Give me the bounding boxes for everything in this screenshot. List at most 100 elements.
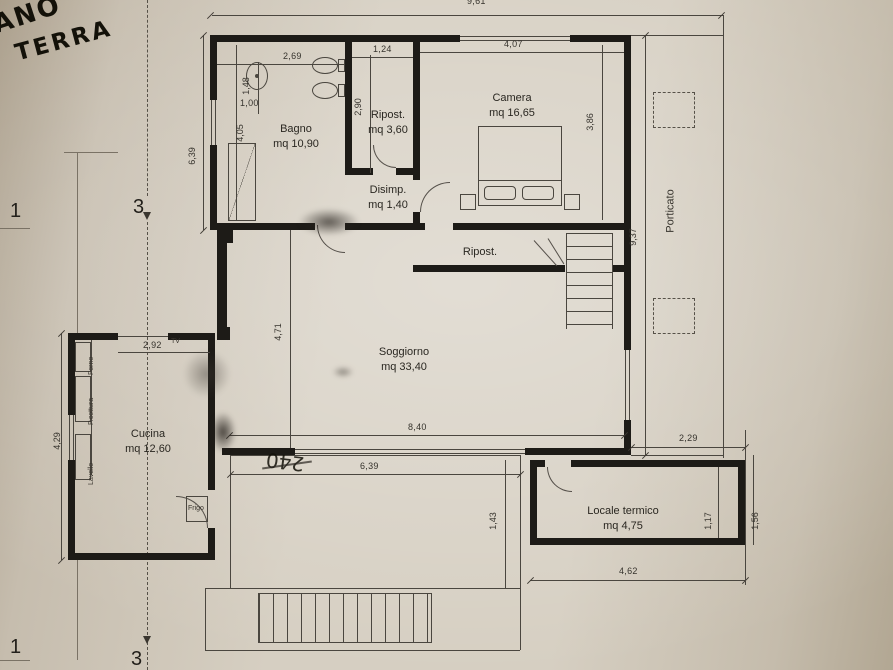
dim-line-ripost-depth — [370, 55, 371, 173]
porticato-bottom-edge — [631, 455, 723, 456]
door-arc-camera — [420, 182, 450, 212]
boundary-tick-left-top — [0, 228, 30, 229]
dim-line-bagno-width — [217, 64, 345, 65]
room-area: mq 33,40 — [381, 360, 427, 373]
room-area: mq 16,65 — [489, 106, 535, 119]
kitchen-counter-line — [91, 340, 92, 475]
room-label-bagno: Bagno mq 10,90 — [260, 122, 332, 152]
dim-plan-top-width: 9,61 — [467, 0, 486, 6]
label-lavello: Lavello — [88, 462, 95, 485]
porticato-pillar-2 — [653, 298, 695, 334]
room-name: Locale termico — [587, 505, 659, 517]
stair-landing-left — [205, 588, 206, 650]
wall-ripost-camera-a — [413, 42, 420, 180]
dim-bagno-depth: 4,05 — [234, 124, 245, 142]
boundary-line-horizontal — [64, 152, 118, 153]
porticato-top-edge — [631, 35, 723, 36]
door-arc-disimpegno — [373, 145, 396, 168]
wall-termico-right — [738, 460, 745, 545]
porticato-pillar-1 — [653, 92, 695, 128]
dim-line-cucina-side — [61, 333, 62, 560]
nightstand-1 — [460, 194, 476, 210]
dim-line-soggiorno-width — [229, 435, 624, 436]
wall-soggiorno-left — [217, 230, 227, 333]
boundary-line-left-upper — [77, 152, 78, 333]
dim-bagno-sink-2: 1,00 — [240, 98, 259, 108]
room-label-cucina: Cucina mq 12,60 — [110, 427, 186, 457]
room-name: Ripost. — [370, 109, 406, 121]
section-marker-3-top: 3 — [133, 196, 145, 218]
wall-cucina-top-a — [68, 333, 118, 340]
wall-camera-right — [624, 35, 631, 230]
bidet-tank — [338, 84, 345, 97]
room-name: Bagno — [280, 123, 312, 135]
window-soggiorno-bottom-1 — [295, 449, 525, 450]
dim-soggiorno-depth: 4,71 — [272, 323, 283, 341]
room-label-soggiorno: Soggiorno mq 33,40 — [360, 345, 448, 375]
terrace-outline-right — [520, 455, 521, 588]
pencil-smudge-3 — [210, 412, 236, 452]
dim-termico-width: 4,62 — [619, 566, 638, 576]
pillar-blob-2 — [217, 327, 230, 340]
dim-cucina-opening: 2,92 — [143, 340, 162, 350]
terrace-outline-bottom — [205, 588, 520, 589]
kitchen-sink-fixture — [75, 434, 91, 480]
window-cucina-top — [118, 336, 168, 337]
wall-ripost-bottom-a — [345, 168, 373, 175]
terrace-outline-left — [230, 455, 231, 588]
dim-line-bagno-depth — [236, 45, 237, 220]
tick-mark — [57, 556, 66, 565]
dim-line-terrazzo-width — [230, 474, 520, 475]
room-area: mq 12,60 — [125, 442, 171, 455]
dim-line-ripost-width — [352, 57, 413, 58]
window-soggiorno-bottom-2 — [295, 453, 525, 454]
window-camera-top-2 — [460, 40, 570, 41]
wall-termico-left — [530, 460, 537, 545]
dim-east-side: 9,37 — [627, 228, 638, 246]
dim-line-termico-width — [530, 580, 745, 581]
label-forno: Forno — [88, 356, 95, 375]
section-arrow-bottom — [143, 636, 151, 644]
room-label-ripostiglio: Ripost. — [448, 245, 512, 260]
wall-bagno-bottom-b — [345, 223, 420, 230]
dim-camera-depth: 3,86 — [584, 113, 595, 131]
label-piano-cottura: P.cottura — [88, 397, 95, 425]
terrace-outline-top — [230, 455, 520, 456]
room-area: mq 4,75 — [603, 519, 643, 532]
door-leaf-corridor-1 — [533, 240, 558, 267]
dim-porticato-south: 2,29 — [679, 433, 698, 443]
wall-soggiorno-right-b — [624, 420, 631, 455]
dim-line-termico-inner — [718, 467, 719, 538]
pillow-2 — [522, 186, 554, 200]
pencil-smudge-4 — [332, 366, 354, 378]
bed-blanket-line — [478, 180, 562, 181]
dim-line-porticato-south — [631, 447, 745, 448]
wall-cucina-right-b — [208, 528, 215, 560]
section-marker-3-bottom: 3 — [131, 648, 143, 670]
porticato-right-edge — [723, 15, 724, 458]
dim-terrazzo-depth: 1,43 — [487, 512, 498, 530]
dim-terrazzo-width: 6,39 — [360, 461, 379, 471]
pencil-smudge-1 — [298, 208, 360, 236]
dim-line-camera-width — [420, 52, 624, 53]
window-cucina-left-1 — [69, 415, 70, 460]
wall-cucina-right-a — [208, 333, 215, 490]
wall-under-camera-b — [453, 223, 631, 230]
dim-camera-width: 4,07 — [504, 39, 523, 49]
dim-line-top — [212, 15, 723, 16]
section-line-3-upper — [147, 0, 148, 196]
wall-top-b — [570, 35, 631, 42]
section-line-3-lower — [147, 222, 148, 670]
room-label-locale-termico: Locale termico mq 4,75 — [558, 504, 688, 534]
section-arrow-top — [143, 212, 151, 220]
window-camera-top-1 — [460, 36, 570, 37]
dim-ripost-width: 1,24 — [373, 44, 392, 54]
window-soggiorno-right-2 — [629, 350, 630, 420]
bidet-fixture — [312, 82, 338, 99]
wall-cucina-bottom — [68, 553, 215, 560]
dim-line-sink — [258, 62, 259, 114]
window-cucina-left-2 — [73, 415, 74, 460]
dim-line-cucina-opening — [118, 352, 210, 353]
door-leaf-corridor-2 — [547, 238, 565, 265]
pillow-1 — [484, 186, 516, 200]
